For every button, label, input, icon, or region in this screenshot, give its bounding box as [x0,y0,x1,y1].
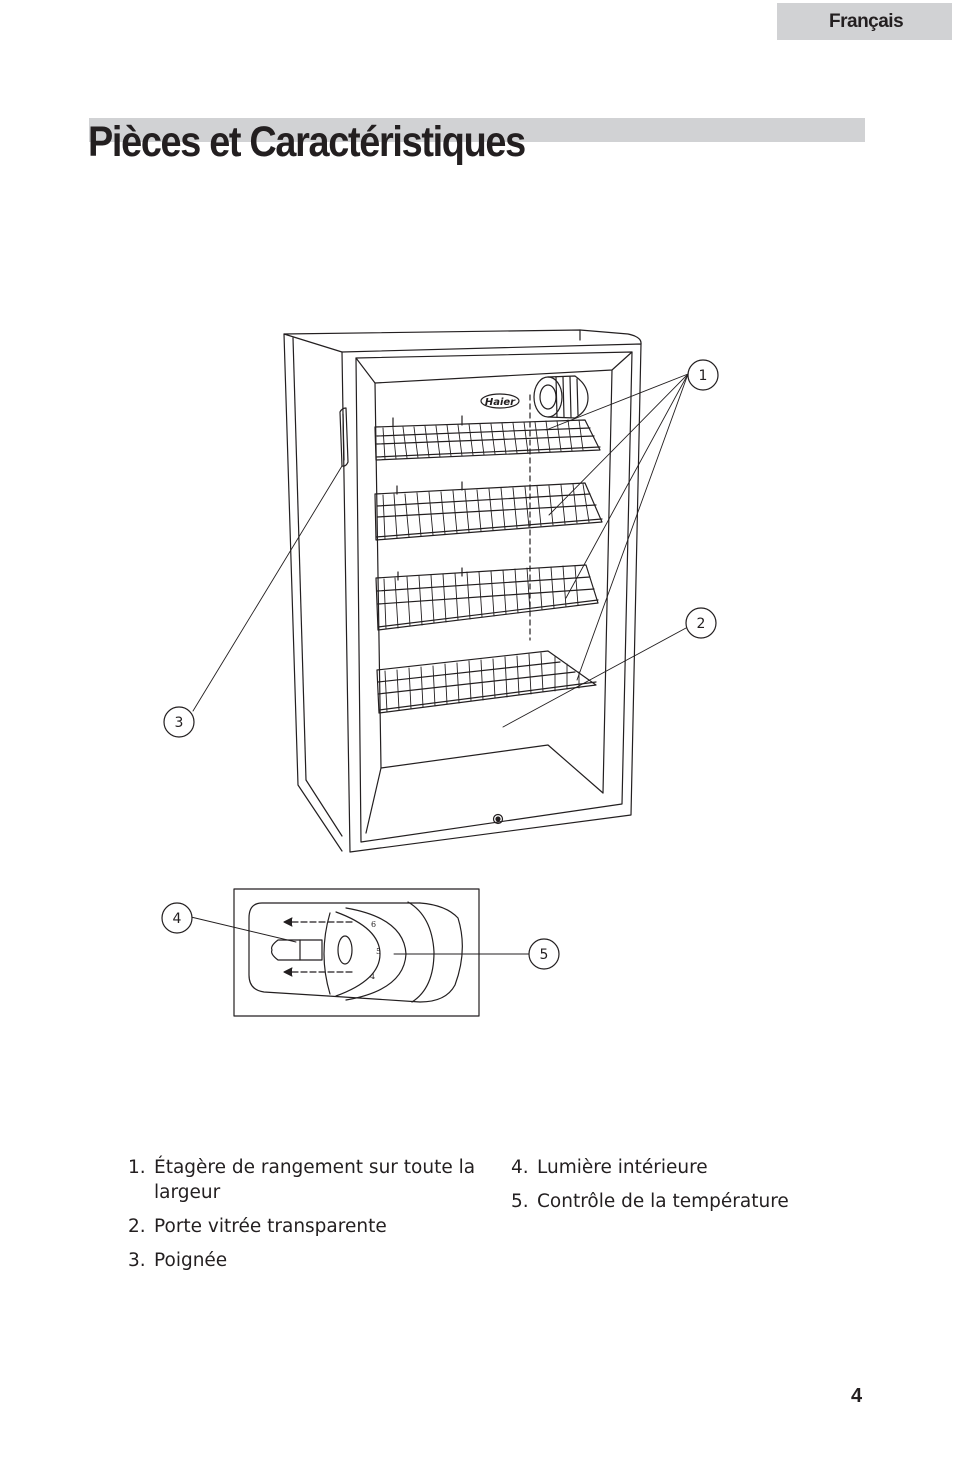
brand-logo: Haier [485,397,516,408]
shelf-4 [376,650,597,714]
legend-number: 2. [128,1216,146,1237]
callout-4 [161,902,193,934]
language-tab[interactable]: Français [777,3,952,40]
legend-text: Lumière intérieure [537,1157,708,1178]
callout-2 [685,607,717,639]
legend-item: 3. Poignée [128,1248,498,1273]
shelf-2 [374,481,603,541]
legend-list-right: 4. Lumière intérieure 5. Contrôle de la … [511,1155,851,1223]
legend-item: 1. Étagère de rangement sur toute la lar… [128,1155,498,1205]
callout-2-label: 2 [697,616,706,632]
legend-text: Porte vitrée transparente [154,1216,387,1237]
legend-number: 4. [511,1157,529,1178]
callout-5 [528,938,560,970]
title-underline-bar [89,118,865,142]
legend-text: Étagère de rangement sur toute la largeu… [154,1157,476,1203]
callout-5-label: 5 [540,947,549,963]
page-number: 4 [851,1385,863,1407]
dial-mark-5: 5 [376,947,381,956]
callout-3 [163,706,195,738]
shelf-1 [374,415,601,461]
legend-number: 3. [128,1250,146,1271]
control-detail-inset [233,888,480,1017]
dial-mark-6: 6 [371,920,376,929]
legend-item: 2. Porte vitrée transparente [128,1214,498,1239]
callout-1-label: 1 [699,368,708,384]
legend-text: Poignée [154,1250,228,1271]
page-title: Pièces et Caractéristiques [88,118,526,166]
legend-text: Contrôle de la température [537,1191,789,1212]
legend-number: 1. [128,1157,146,1178]
refrigerator-illustration [283,329,642,853]
legend-number: 5. [511,1191,529,1212]
dial-mark-4: 4 [370,972,375,981]
legend-item: 4. Lumière intérieure [511,1155,851,1180]
leader-lines [190,373,689,955]
callout-4-label: 4 [173,911,182,927]
legend-item: 5. Contrôle de la température [511,1189,851,1214]
callout-1 [687,359,719,391]
shelf-3 [375,564,599,631]
callout-3-label: 3 [175,715,184,731]
legend-list-left: 1. Étagère de rangement sur toute la lar… [128,1155,498,1282]
